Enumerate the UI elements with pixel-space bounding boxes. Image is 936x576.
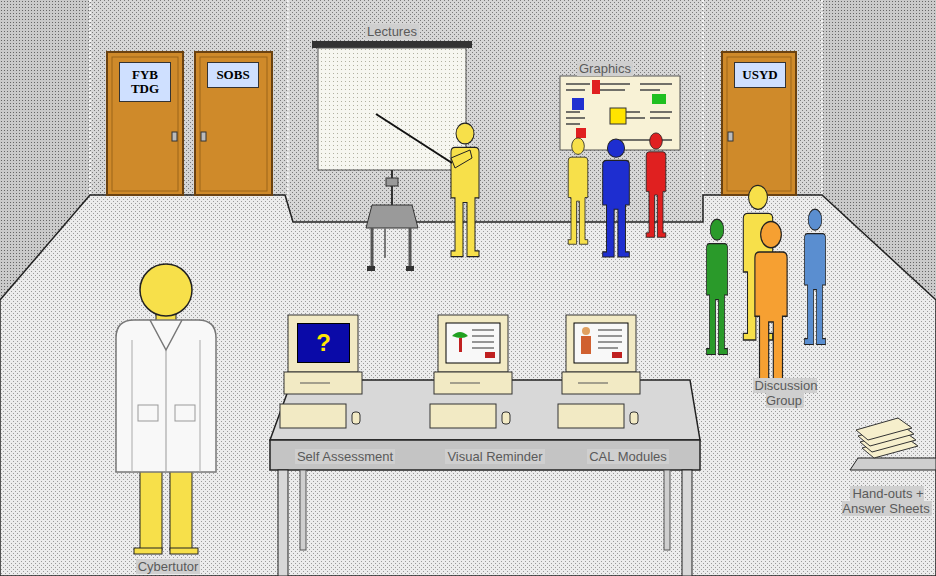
door-sign: USYD (734, 62, 786, 88)
label-text: Lectures (365, 24, 419, 39)
area-label: Cybertutor (126, 559, 210, 574)
sign-text-group: ? (316, 329, 331, 357)
label-text: Cybertutor (136, 559, 201, 574)
label-text: Hand-outs + Answer Sheets (842, 486, 931, 516)
sign-text-group: USYD (742, 68, 777, 82)
door-sign: FYB TDG (119, 62, 171, 102)
area-label: Lectures (352, 24, 432, 39)
area-label: Visual Reminder (430, 449, 560, 464)
area-label: CAL Modules (566, 449, 690, 464)
label-text: Visual Reminder (445, 449, 544, 464)
area-label: Hand-outs + Answer Sheets (838, 486, 936, 516)
sign-text-group: SOBS (216, 68, 249, 82)
label-text: CAL Modules (587, 449, 669, 464)
sign-text: FYB TDG (120, 68, 170, 96)
monitor-screen: ? (297, 323, 350, 363)
label-text: Graphics (577, 61, 633, 76)
sign-text: USYD (742, 68, 777, 82)
sign-text-group: FYB TDG (120, 68, 170, 96)
door-sign: SOBS (207, 62, 259, 88)
sign-text: SOBS (216, 68, 249, 82)
area-label: Discussion Group (745, 378, 825, 408)
area-label: Graphics (570, 61, 640, 76)
label-text: Self Assessment (295, 449, 395, 464)
label-text: Discussion Group (753, 378, 818, 408)
sign-text: ? (316, 329, 331, 357)
area-label: Self Assessment (280, 449, 410, 464)
